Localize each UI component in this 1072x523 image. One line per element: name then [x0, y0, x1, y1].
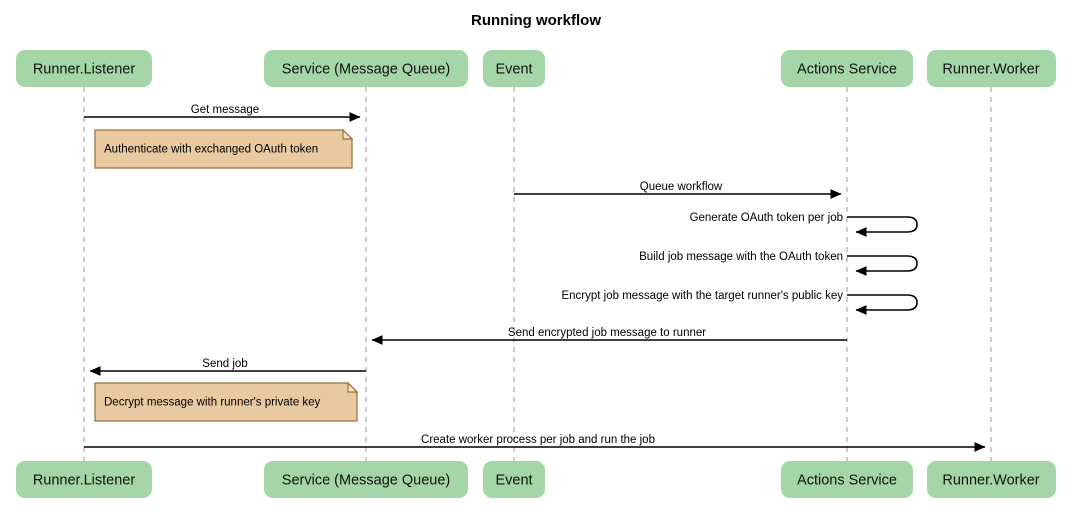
message-get-message[interactable]: Get message [84, 104, 361, 122]
participant-runner-listener-bottom[interactable]: Runner.Listener [16, 461, 152, 498]
participant-service-message-queue-bottom[interactable]: Service (Message Queue) [264, 461, 468, 498]
message-label: Send job [202, 358, 247, 370]
message-label: Generate OAuth token per job [690, 212, 843, 224]
participant-box[interactable] [781, 50, 913, 87]
self-message-arrow[interactable] [847, 294, 918, 315]
message-send-encrypted-job-message-to-runner[interactable]: Send encrypted job message to runner [371, 327, 847, 345]
message-generate-oauth-token-per-job[interactable]: Generate OAuth token per job [690, 212, 918, 237]
message-label: Get message [191, 104, 259, 116]
message-label: Encrypt job message with the target runn… [561, 290, 843, 302]
participant-label: Runner.Worker [942, 61, 1039, 77]
message-queue-workflow[interactable]: Queue workflow [514, 181, 842, 199]
participant-box[interactable] [483, 50, 545, 87]
participant-box[interactable] [927, 50, 1056, 87]
message-label: Create worker process per job and run th… [421, 434, 655, 446]
participant-event-bottom[interactable]: Event [483, 461, 545, 498]
participant-label: Event [495, 61, 532, 77]
participant-label: Actions Service [797, 472, 897, 488]
note-text: Authenticate with exchanged OAuth token [104, 144, 318, 156]
self-message-arrow[interactable] [847, 255, 918, 276]
note-text: Decrypt message with runner's private ke… [104, 397, 321, 409]
participant-box[interactable] [781, 461, 913, 498]
page-title: Running workflow [471, 12, 601, 29]
note-decrypt-message-with-runners-private-key: Decrypt message with runner's private ke… [94, 381, 359, 422]
note-body [94, 129, 353, 169]
participant-runner-worker-top[interactable]: Runner.Worker [927, 50, 1056, 87]
participant-box[interactable] [264, 461, 468, 498]
participants-header: Runner.Listener Service (Message Queue) … [16, 50, 1056, 87]
self-message-arrow[interactable] [847, 216, 918, 237]
lifelines-group [83, 87, 992, 461]
participant-runner-listener-top[interactable]: Runner.Listener [16, 50, 152, 87]
participant-label: Runner.Listener [33, 472, 136, 488]
note-body [94, 382, 358, 422]
participant-label: Actions Service [797, 61, 897, 77]
message-send-job[interactable]: Send job [89, 358, 366, 376]
participant-box[interactable] [927, 461, 1056, 498]
message-encrypt-job-message-with-the-target-runners-public-key[interactable]: Encrypt job message with the target runn… [561, 290, 918, 315]
participant-label: Service (Message Queue) [282, 61, 450, 77]
message-create-worker-process-per-job-and-run-the-job[interactable]: Create worker process per job and run th… [84, 434, 986, 452]
note-fold-corner [342, 128, 354, 140]
participant-box[interactable] [16, 50, 152, 87]
participant-label: Service (Message Queue) [282, 472, 450, 488]
message-label: Build job message with the OAuth token [639, 251, 843, 263]
participant-actions-service-bottom[interactable]: Actions Service [781, 461, 913, 498]
participant-runner-worker-bottom[interactable]: Runner.Worker [927, 461, 1056, 498]
message-build-job-message-with-the-oauth-token[interactable]: Build job message with the OAuth token [639, 251, 918, 276]
participant-actions-service-top[interactable]: Actions Service [781, 50, 913, 87]
participant-box[interactable] [16, 461, 152, 498]
participant-box[interactable] [264, 50, 468, 87]
participant-event-top[interactable]: Event [483, 50, 545, 87]
participant-label: Runner.Worker [942, 472, 1039, 488]
participant-label: Event [495, 472, 532, 488]
participant-label: Runner.Listener [33, 61, 136, 77]
participants-footer: Runner.Listener Service (Message Queue) … [16, 461, 1056, 498]
participant-box[interactable] [483, 461, 545, 498]
note-fold-corner [347, 381, 359, 393]
message-label: Queue workflow [640, 181, 723, 193]
message-label: Send encrypted job message to runner [508, 327, 706, 339]
note-authenticate-with-exchanged-oauth-token: Authenticate with exchanged OAuth token [94, 128, 354, 169]
participant-service-message-queue-top[interactable]: Service (Message Queue) [264, 50, 468, 87]
